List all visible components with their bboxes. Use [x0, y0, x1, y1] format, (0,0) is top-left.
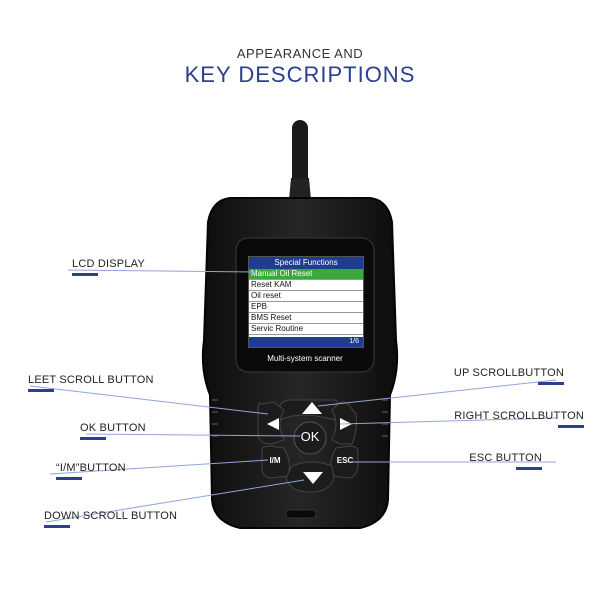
screen-menu-item[interactable]: BMS Reset: [249, 313, 363, 324]
label-text: DOWN SCROLL BUTTON: [44, 510, 178, 522]
label-lcd-display: LCD DISPLAY: [72, 258, 145, 276]
up-arrow-icon: [302, 402, 322, 414]
heading-subtitle: APPEARANCE AND: [236, 46, 364, 61]
label-esc-button: ESC BUTTON: [469, 452, 542, 470]
label-text: LCD DISPLAY: [72, 258, 145, 270]
label-text: RIGHT SCROLLBUTTON: [454, 410, 584, 422]
screen-menu-item[interactable]: Manual Oil Reset: [249, 269, 363, 280]
left-arrow-icon: [267, 418, 279, 430]
label-right-scroll: RIGHT SCROLLBUTTON: [454, 410, 584, 428]
screen-menu-item[interactable]: Reset KAM: [249, 280, 363, 291]
label-text: LEET SCROLL BUTTON: [28, 374, 154, 386]
label-text: OK BUTTON: [80, 422, 146, 434]
label-bar: [28, 389, 54, 392]
cable-boot: [289, 178, 311, 200]
lcd-screen: Special Functions Manual Oil Reset Reset…: [248, 256, 364, 348]
label-bar: [56, 477, 82, 480]
down-arrow-icon: [303, 472, 323, 484]
label-bar: [72, 273, 98, 276]
screen-page-indicator: 1/6: [249, 337, 363, 347]
screen-menu-item[interactable]: Servic Routine: [249, 324, 363, 335]
label-text: “I/M”BUTTON: [56, 462, 126, 474]
im-button-label: I/M: [269, 456, 281, 465]
label-bar: [44, 525, 70, 528]
label-ok-button: OK BUTTON: [80, 422, 146, 440]
screen-menu-item[interactable]: EPB: [249, 302, 363, 313]
label-text: UP SCROLLBUTTON: [453, 367, 564, 379]
label-im-button: “I/M”BUTTON: [56, 462, 126, 480]
ok-button-label: OK: [300, 429, 320, 444]
label-bar: [80, 437, 106, 440]
label-bar: [516, 467, 542, 470]
screen-title: Special Functions: [249, 257, 363, 269]
label-down-scroll: DOWN SCROLL BUTTON: [44, 510, 177, 528]
bottom-slot: [285, 509, 317, 519]
screen-caption: Multi-system scanner: [267, 354, 343, 363]
side-grips: [212, 399, 388, 437]
label-bar: [538, 382, 564, 385]
label-left-scroll: LEET SCROLL BUTTON: [28, 374, 154, 392]
screen-menu-item[interactable]: Oil reset: [249, 291, 363, 302]
label-up-scroll: UP SCROLLBUTTON: [454, 367, 564, 385]
esc-button-label: ESC: [336, 456, 354, 465]
label-bar: [558, 425, 584, 428]
im-button[interactable]: [261, 445, 290, 479]
ok-button[interactable]: [293, 421, 327, 455]
label-text: ESC BUTTON: [469, 452, 542, 464]
heading-title: KEY DESCRIPTIONS: [184, 62, 416, 87]
esc-button[interactable]: [330, 445, 359, 479]
